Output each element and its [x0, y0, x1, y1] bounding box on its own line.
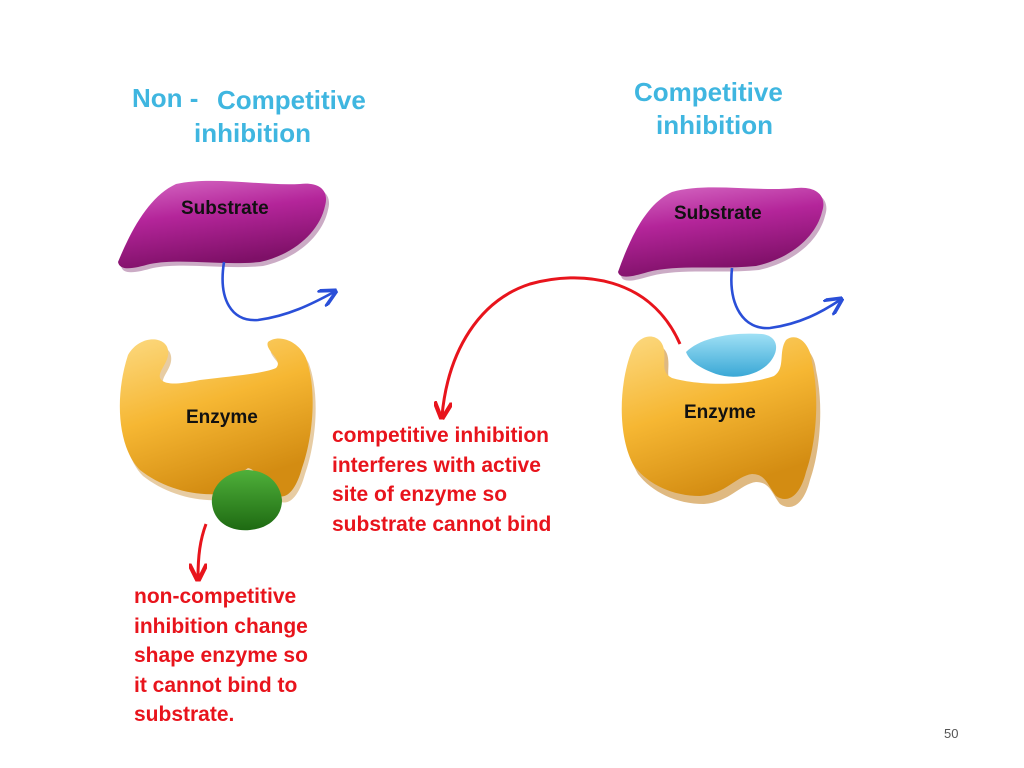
arrow-blue-right	[730, 267, 840, 330]
title-right-competitive: Competitive	[634, 77, 783, 107]
note-line: substrate.	[134, 703, 235, 726]
note-line: competitive inhibition	[332, 424, 550, 447]
note-competitive-inhibition: competitive inhibition interferes with a…	[332, 421, 551, 539]
arrow-red-left	[198, 523, 208, 578]
substrate-shape-right	[618, 187, 827, 281]
enzyme-shape-left	[119, 338, 316, 503]
substrate-label-left: Substrate	[181, 198, 269, 219]
page-number: 50	[944, 726, 959, 741]
title-left-competitive: Competitive	[217, 85, 366, 115]
enzyme-label-right: Enzyme	[684, 402, 756, 423]
note-line: interferes with active	[332, 453, 541, 477]
arrow-blue-left	[221, 261, 334, 322]
enzyme-label-left: Enzyme	[186, 407, 258, 428]
title-left-non: Non -	[132, 83, 199, 113]
noncompetitive-inhibitor-shape	[211, 470, 282, 531]
arrow-red-curved	[442, 276, 682, 416]
note-line: it cannot bind to	[134, 673, 298, 697]
substrate-label-right: Substrate	[674, 203, 762, 224]
competitive-inhibitor-shape	[686, 333, 777, 377]
note-noncompetitive-inhibition: non-competitive inhibition change shape …	[134, 582, 308, 730]
note-line: non-competitive	[134, 585, 297, 608]
note-line: inhibition change	[134, 614, 308, 638]
note-line: site of enzyme so	[332, 483, 508, 506]
enzyme-shape-right	[621, 336, 821, 507]
title-right-inhibition: inhibition	[656, 110, 773, 140]
title-left-inhibition: inhibition	[194, 118, 311, 148]
note-line: substrate cannot bind	[332, 512, 552, 536]
substrate-shape-left	[118, 180, 330, 273]
note-line: shape enzyme so	[134, 644, 308, 667]
